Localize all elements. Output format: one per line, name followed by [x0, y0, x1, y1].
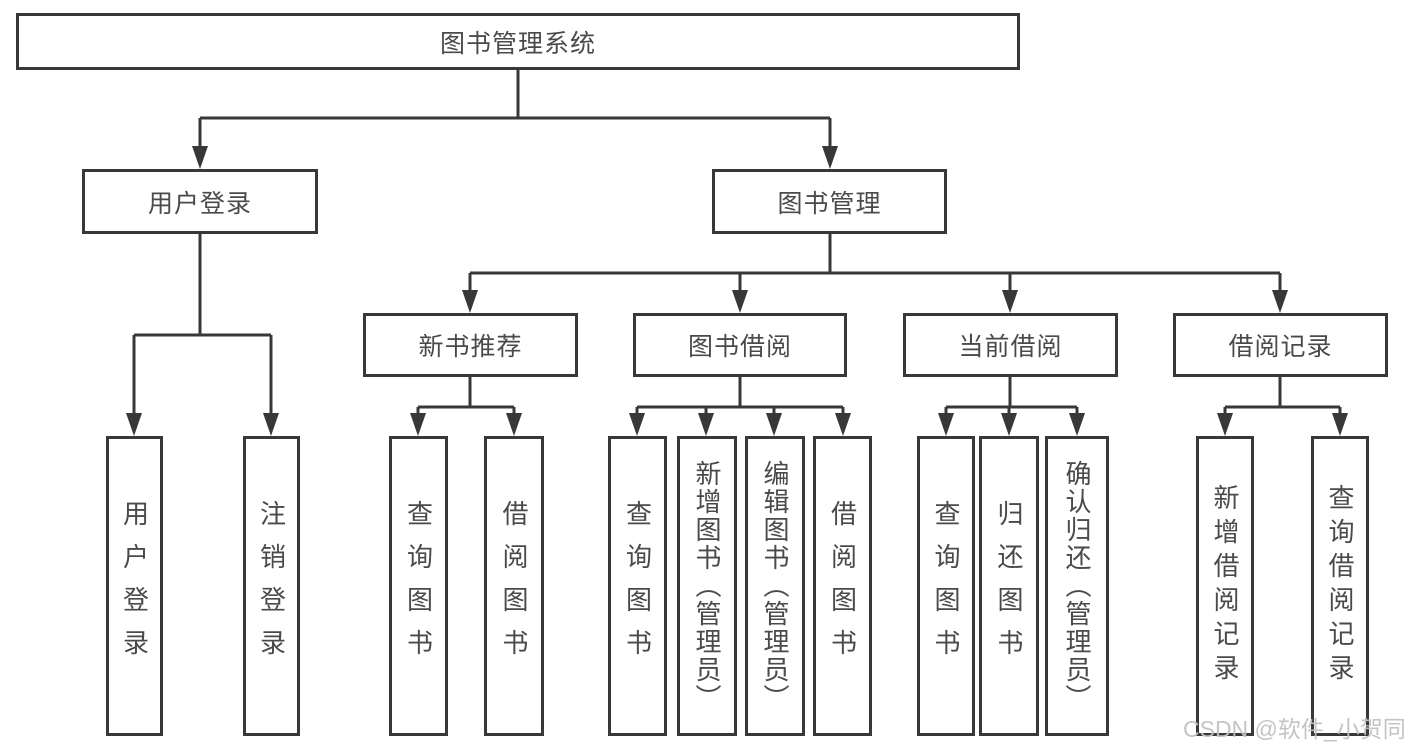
leaf-label: 新增借阅记录 — [1210, 484, 1240, 688]
node-label: 图书管理 — [777, 189, 882, 218]
leaf-add-books-admin: 新增图书（管理员） — [677, 436, 737, 736]
leaf-add-borrowing-record: 新增借阅记录 — [1196, 436, 1254, 736]
node-current-borrowing: 当前借阅 — [903, 313, 1118, 377]
node-new-book-recommendation: 新书推荐 — [363, 313, 578, 377]
leaf-borrow-books: 借阅图书 — [484, 436, 544, 736]
node-book-borrowing: 图书借阅 — [633, 313, 847, 377]
node-borrowing-records: 借阅记录 — [1173, 313, 1388, 377]
node-user-login: 用户登录 — [82, 169, 318, 234]
leaf-edit-books-admin: 编辑图书（管理员） — [745, 436, 805, 736]
leaf-query-borrowing-record: 查询借阅记录 — [1311, 436, 1369, 736]
node-library-management-system: 图书管理系统 — [16, 13, 1020, 70]
leaf-user-login: 用户登录 — [106, 436, 163, 736]
leaf-label: 查询图书 — [931, 500, 961, 672]
node-label: 借阅记录 — [1228, 333, 1333, 361]
leaf-label: 确认归还（管理员） — [1062, 460, 1092, 712]
leaf-borrow-books: 借阅图书 — [813, 436, 872, 736]
leaf-label: 查询借阅记录 — [1325, 484, 1355, 688]
leaf-query-books: 查询图书 — [917, 436, 975, 736]
leaf-label: 查询图书 — [403, 500, 434, 672]
leaf-label: 借阅图书 — [827, 500, 858, 672]
node-label: 图书管理系统 — [439, 29, 596, 58]
leaf-confirm-return-admin: 确认归还（管理员） — [1045, 436, 1109, 736]
leaf-label: 编辑图书（管理员） — [760, 460, 790, 712]
leaf-label: 借阅图书 — [499, 500, 529, 672]
node-book-management: 图书管理 — [712, 169, 947, 234]
node-label: 新书推荐 — [418, 333, 523, 361]
leaf-label: 用户登录 — [119, 500, 150, 672]
leaf-return-books: 归还图书 — [979, 436, 1039, 736]
leaf-label: 注销登录 — [256, 500, 287, 672]
leaf-label: 新增图书（管理员） — [692, 460, 722, 712]
leaf-query-books: 查询图书 — [608, 436, 667, 736]
leaf-label: 查询图书 — [622, 500, 653, 672]
watermark: CSDN @软件_小贺同学 — [1183, 716, 1405, 742]
node-label: 图书借阅 — [687, 333, 792, 361]
leaf-label: 归还图书 — [994, 500, 1024, 672]
node-label: 用户登录 — [147, 189, 252, 218]
leaf-logout: 注销登录 — [243, 436, 300, 736]
leaf-query-books: 查询图书 — [389, 436, 448, 736]
node-label: 当前借阅 — [958, 333, 1063, 361]
